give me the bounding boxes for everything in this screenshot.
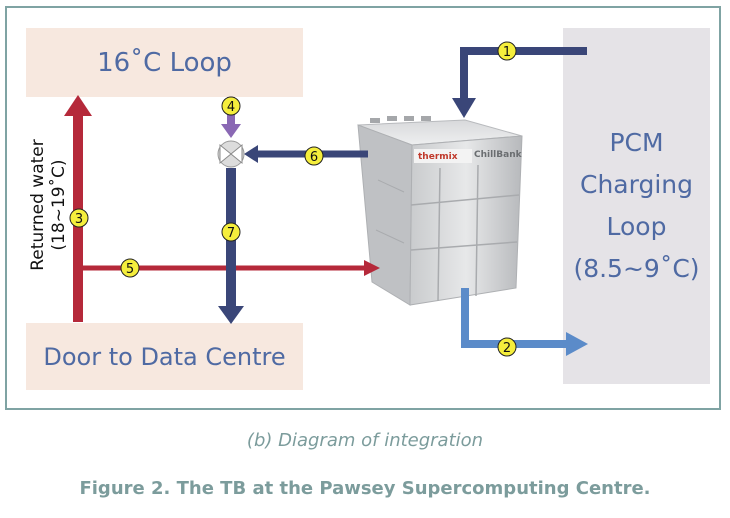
pcm-line-2: Charging xyxy=(580,170,693,199)
marker-3-label: 3 xyxy=(75,212,83,227)
pcm-line-4: (8.5~9˚C) xyxy=(573,254,700,283)
door-label: Door to Data Centre xyxy=(43,342,286,371)
subcaption: (b) Diagram of integration xyxy=(246,430,484,451)
marker-6: 6 xyxy=(304,146,324,166)
tank-brand-thermix: thermix xyxy=(418,152,458,162)
marker-4-label: 4 xyxy=(227,100,235,115)
marker-1: 1 xyxy=(497,41,517,61)
marker-4: 4 xyxy=(221,96,241,116)
pipe-1-navy xyxy=(452,47,587,118)
pcm-charging-loop-box: PCM Charging Loop (8.5~9˚C) xyxy=(563,28,710,384)
thermal-battery-tank: thermix ChillBank xyxy=(357,116,523,306)
marker-5: 5 xyxy=(120,258,140,278)
loop-16c-label: 16˚C Loop xyxy=(97,47,232,78)
door-to-data-centre-box: Door to Data Centre xyxy=(26,323,303,390)
marker-2: 2 xyxy=(497,337,517,357)
marker-5-label: 5 xyxy=(126,262,134,277)
marker-7: 7 xyxy=(221,222,241,242)
marker-3: 3 xyxy=(69,208,89,228)
marker-1-label: 1 xyxy=(503,45,511,60)
marker-6-label: 6 xyxy=(310,150,318,165)
tank-brand-chillbank: ChillBank xyxy=(474,150,523,160)
figure-caption: Figure 2. The TB at the Pawsey Supercomp… xyxy=(79,478,651,499)
marker-2-label: 2 xyxy=(503,341,511,356)
pcm-line-3: Loop xyxy=(606,212,667,241)
returned-water-line-1: Returned water xyxy=(28,139,48,271)
pipe-7-navy xyxy=(218,168,244,324)
returned-water-line-2: (18~19˚C) xyxy=(49,159,69,251)
mixing-valve-icon xyxy=(217,140,245,168)
pipe-2-blue xyxy=(461,288,588,356)
pcm-line-1: PCM xyxy=(609,128,664,157)
marker-7-label: 7 xyxy=(227,226,235,241)
returned-water-label: Returned water (18~19˚C) xyxy=(28,105,72,305)
loop-16c-box: 16˚C Loop xyxy=(26,28,303,97)
